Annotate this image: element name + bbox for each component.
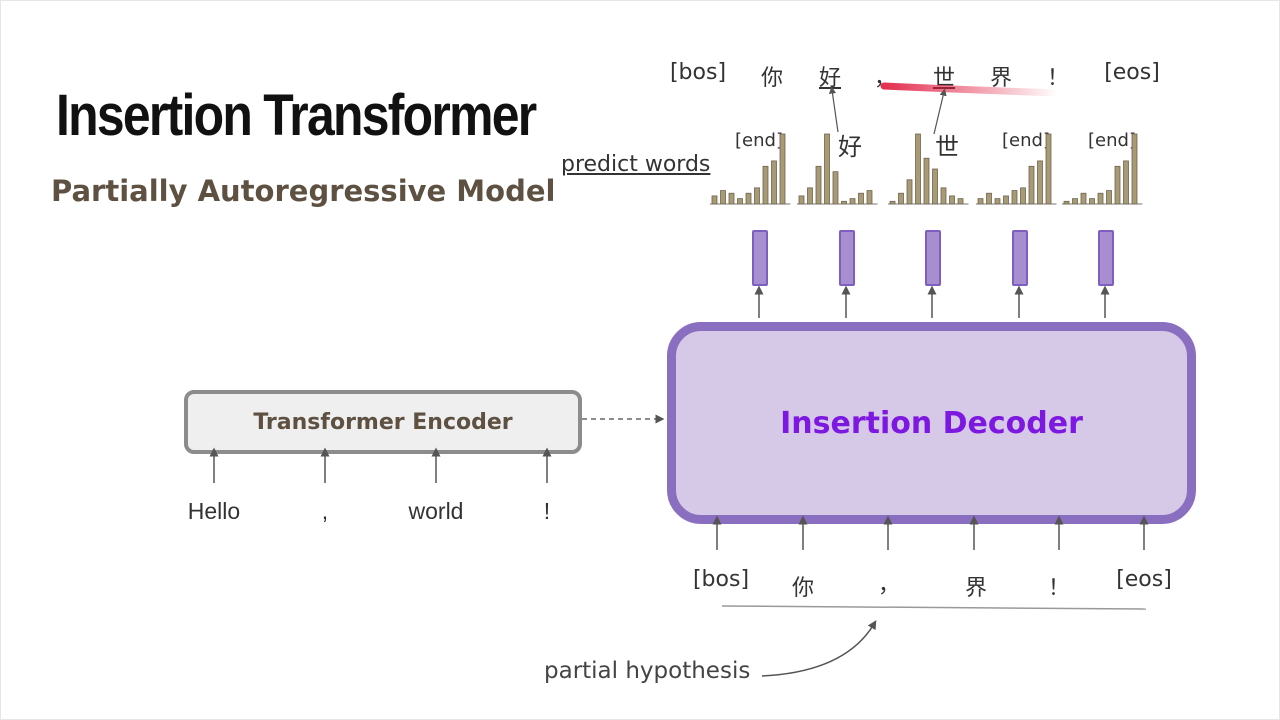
prediction-label: 世 xyxy=(935,133,959,161)
histogram-bar xyxy=(737,198,743,205)
prediction-histograms xyxy=(710,133,1143,205)
decoder-input-token: [bos] xyxy=(692,567,750,592)
histogram-5 xyxy=(1062,133,1143,205)
histogram-bar xyxy=(986,192,992,205)
output-token: [bos] xyxy=(669,60,727,85)
histogram-bar xyxy=(841,200,847,205)
slide-subtitle: Partially Autoregressive Model xyxy=(51,174,556,208)
decoder-input-token: 界 xyxy=(964,576,987,601)
histogram-bar xyxy=(932,168,938,205)
histogram-bar xyxy=(949,195,955,205)
histogram-bar xyxy=(1123,160,1129,205)
histogram-3 xyxy=(888,133,969,205)
histogram-bar xyxy=(915,133,921,205)
output-vector xyxy=(1098,230,1114,286)
prediction-label: [end] xyxy=(1088,130,1136,151)
histogram-bar xyxy=(1020,187,1026,205)
histogram-bar xyxy=(798,195,805,205)
histogram-4 xyxy=(976,133,1057,205)
highlight-stroke xyxy=(880,82,1062,97)
decoder-input-token: [eos] xyxy=(1116,567,1172,592)
decoder-input-token: ， xyxy=(877,573,900,598)
histogram-bar xyxy=(858,192,864,205)
partial-hypothesis-arrow xyxy=(761,620,877,677)
insert-arrow-1 xyxy=(828,86,839,133)
histogram-bar xyxy=(1089,198,1095,205)
histogram-bar xyxy=(815,165,822,205)
encoder-label: Transformer Encoder xyxy=(253,409,513,435)
histogram-bar xyxy=(745,192,752,205)
prediction-label: [end] xyxy=(735,130,783,151)
histogram-bar xyxy=(1037,160,1043,205)
histogram-bar xyxy=(728,192,735,205)
output-token: 你 xyxy=(760,66,783,91)
histogram-2 xyxy=(797,133,878,205)
histogram-bar xyxy=(1028,165,1035,205)
decoder-input-token: ！ xyxy=(1047,576,1070,601)
histogram-bar xyxy=(1045,133,1052,205)
histogram-bar xyxy=(1097,192,1104,205)
histogram-bar xyxy=(994,198,1001,205)
output-vector xyxy=(925,230,941,286)
output-token-inserted: 世 xyxy=(932,66,955,91)
histogram-bar xyxy=(1072,198,1078,205)
output-token-inserted: 好 xyxy=(818,66,841,91)
output-vector xyxy=(839,230,855,286)
decoder-input-token: 你 xyxy=(791,576,814,601)
decoder-label: Insertion Decoder xyxy=(780,405,1083,441)
histogram-bar xyxy=(807,187,813,205)
predict-words-label: predict words xyxy=(561,152,711,177)
insert-arrow-2 xyxy=(933,88,947,135)
histogram-bar xyxy=(1080,192,1087,205)
histogram-bar xyxy=(889,200,896,205)
histogram-bar xyxy=(866,190,873,205)
histogram-bar xyxy=(711,195,718,205)
partial-hypothesis-bracket xyxy=(721,605,1147,610)
histogram-bar xyxy=(1131,133,1138,205)
decoder-input-arrows xyxy=(712,515,1149,550)
histogram-bar xyxy=(754,187,760,205)
encoder-input-token: world xyxy=(408,498,464,524)
partial-hypothesis-label: partial hypothesis xyxy=(544,658,751,684)
output-token: ！ xyxy=(1046,66,1069,91)
histogram-bar xyxy=(957,198,964,205)
encoder-input-token: Hello xyxy=(187,498,241,524)
decoder-output-arrows xyxy=(754,285,1110,318)
output-token: 界 xyxy=(989,66,1012,91)
output-token: [eos] xyxy=(1104,60,1160,85)
output-vector xyxy=(752,230,768,286)
transformer-encoder-box: Transformer Encoder xyxy=(184,390,582,454)
slide-title: Insertion Transformer xyxy=(56,83,537,148)
output-vector xyxy=(1012,230,1028,286)
histogram-bar xyxy=(923,157,930,205)
histogram-bar xyxy=(720,190,726,205)
histogram-bar xyxy=(1063,200,1070,205)
histogram-bar xyxy=(898,192,904,205)
histogram-bar xyxy=(1011,190,1018,205)
histogram-bar xyxy=(832,171,839,205)
histogram-bar xyxy=(1003,195,1009,205)
encoder-input-token: ! xyxy=(543,498,551,524)
histogram-bar xyxy=(940,187,947,205)
histogram-bar xyxy=(762,165,769,205)
histogram-bar xyxy=(1106,190,1112,205)
prediction-label: [end] xyxy=(1002,130,1050,151)
histogram-bar xyxy=(771,160,777,205)
histogram-bar xyxy=(977,198,984,205)
encoder-input-arrows xyxy=(209,447,552,483)
insertion-decoder-box: Insertion Decoder xyxy=(667,322,1196,524)
prediction-label: 好 xyxy=(838,133,862,161)
encoder-input-token: , xyxy=(321,498,329,524)
histogram-bar xyxy=(824,133,830,205)
histogram-bar xyxy=(849,198,856,205)
histogram-1 xyxy=(710,133,791,205)
histogram-bar xyxy=(779,133,786,205)
histogram-bar xyxy=(906,179,913,205)
histogram-bar xyxy=(1114,165,1121,205)
